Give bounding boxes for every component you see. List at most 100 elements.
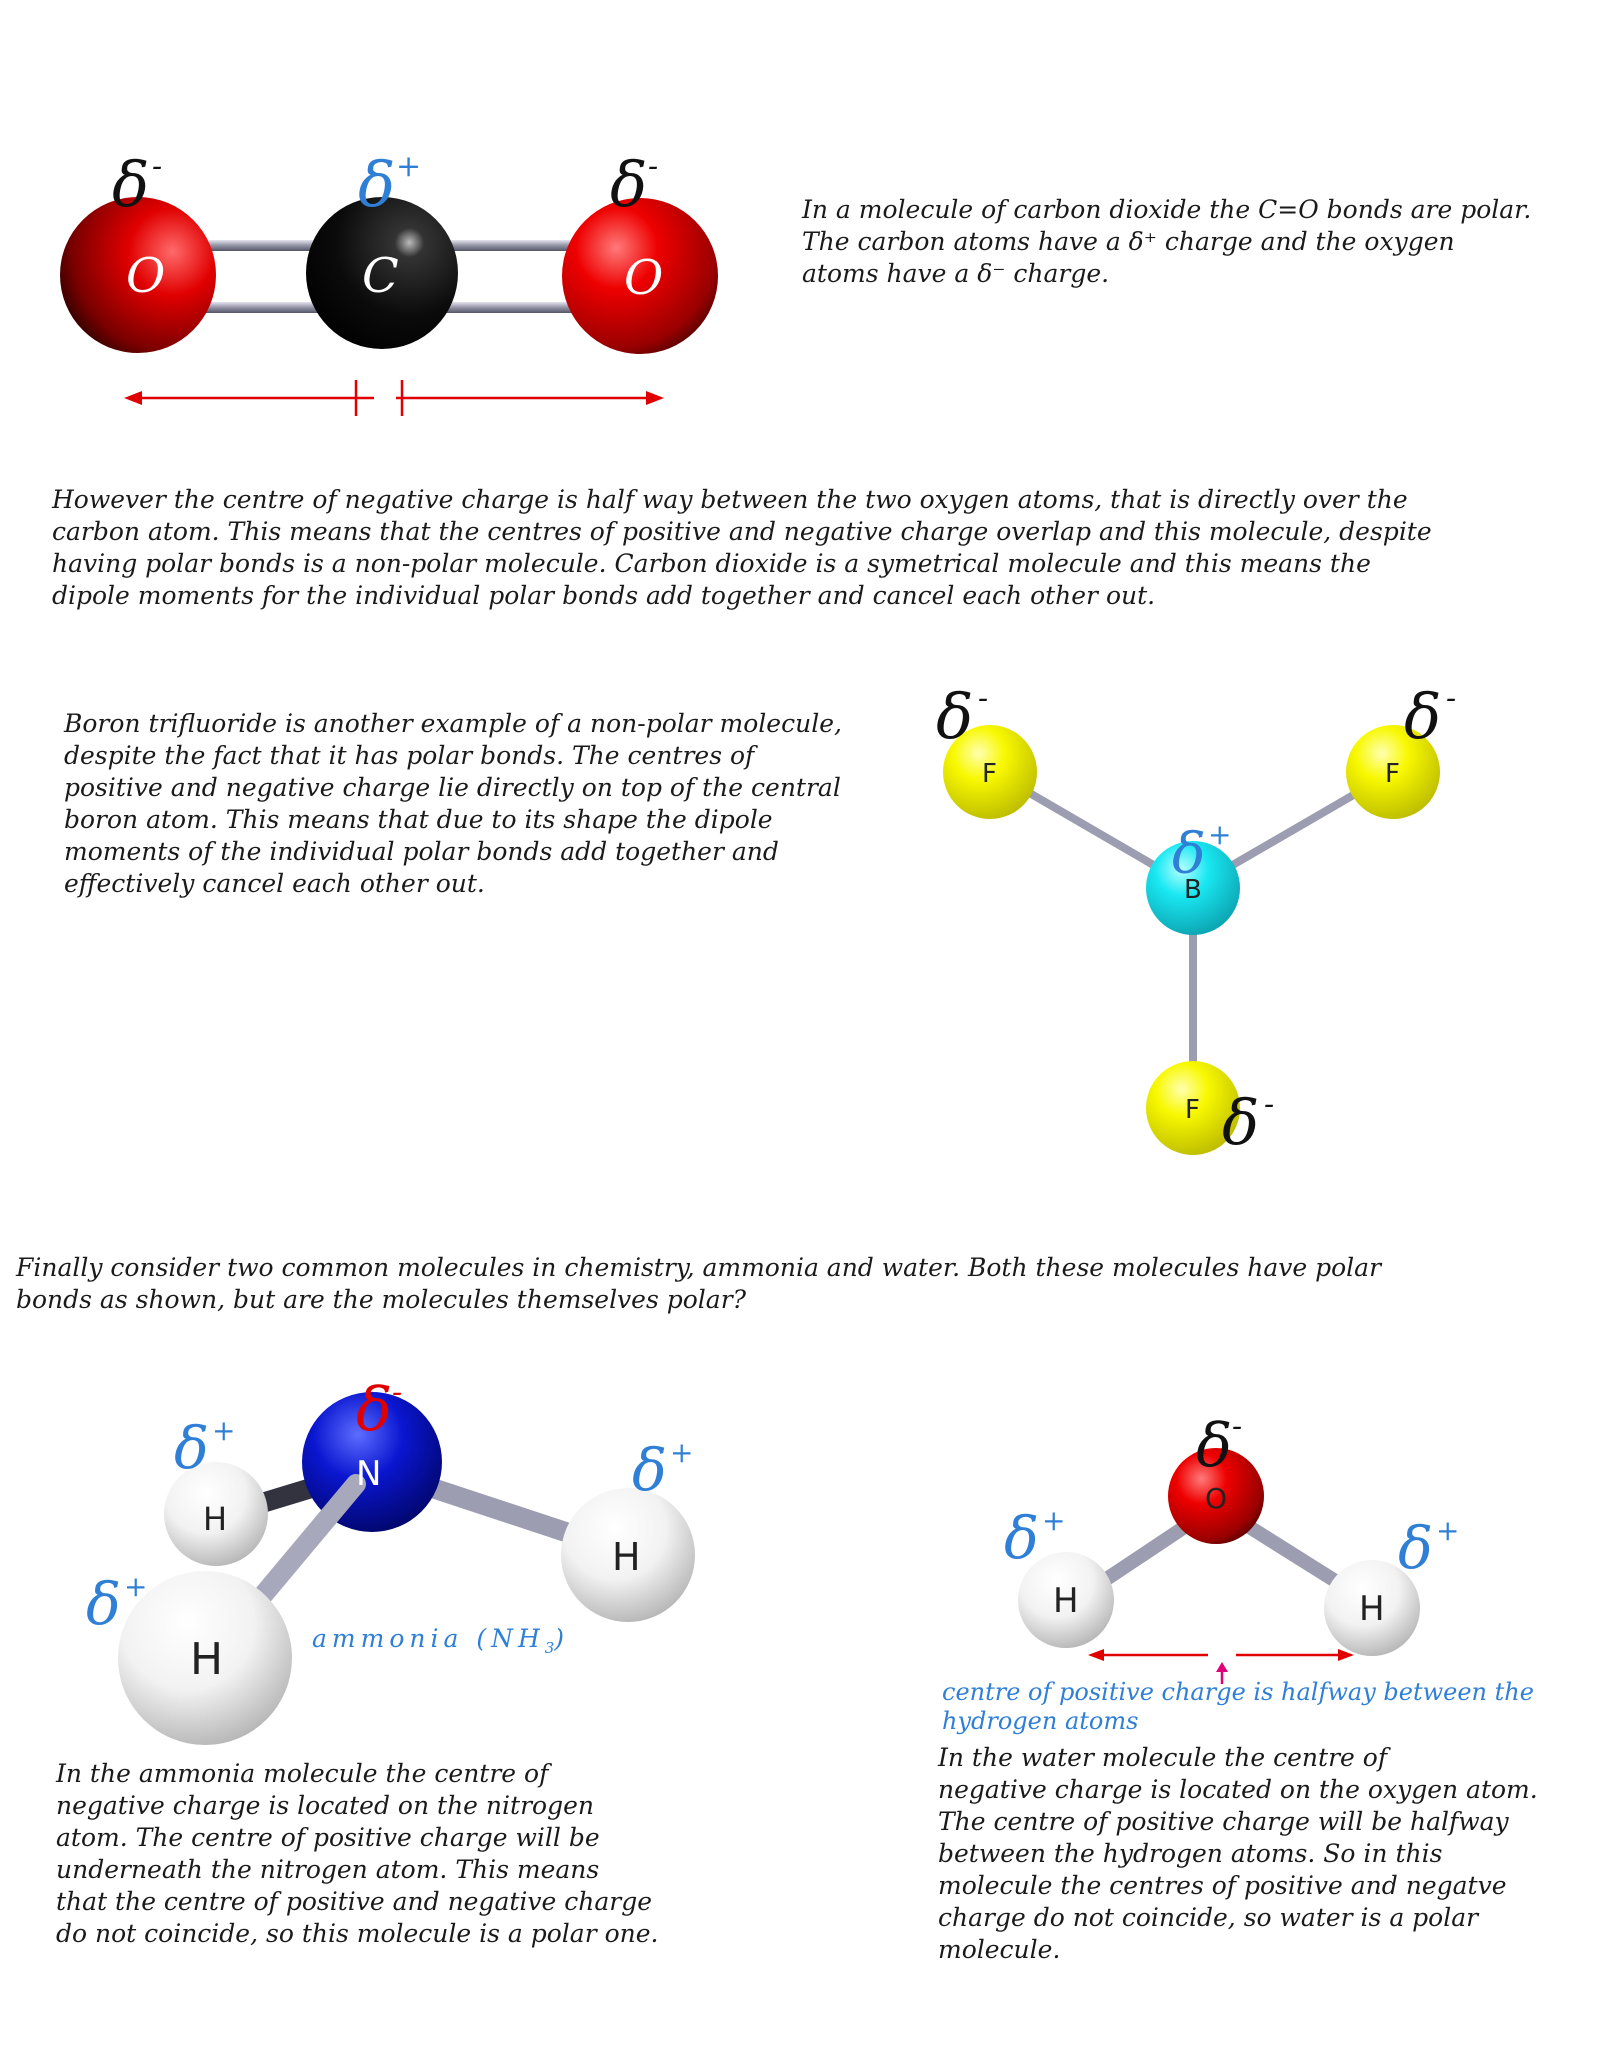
bf3-figure: F F B F δ - δ - δ + δ -: [936, 680, 1456, 1159]
ammonia-delta-front: δ: [86, 1570, 121, 1638]
water-oxygen-letter: O: [1205, 1482, 1227, 1515]
co2-delta-right: δ: [610, 148, 647, 221]
water-centre-caption-line: centre of positive charge is halfway bet…: [942, 1678, 1534, 1706]
co2-description: In a molecule of carbon dioxide the C=O …: [802, 194, 1531, 290]
water-hydrogen-left-letter: H: [1053, 1581, 1079, 1621]
ammonia-delta-back-sign: +: [212, 1414, 235, 1447]
bf3-description-line: moments of the individual polar bonds ad…: [64, 837, 779, 866]
water-delta-oxygen: δ: [1196, 1411, 1232, 1481]
ammonia-bond-front: [244, 1474, 366, 1616]
water-delta-left: δ: [1004, 1504, 1039, 1572]
however-paragraph: However the centre of negative charge is…: [52, 484, 1432, 612]
finally-paragraph-line: bonds as shown, but are the molecules th…: [16, 1285, 747, 1314]
bf3-fluorine-right-letter: F: [1385, 759, 1400, 789]
bf3-delta-left-sign: -: [978, 681, 988, 716]
co2-description-line: atoms have a δ⁻ charge.: [802, 259, 1110, 288]
ammonia-delta-front-sign: +: [124, 1570, 147, 1603]
however-paragraph-line: However the centre of negative charge is…: [52, 485, 1408, 514]
bf3-boron-atom: [1146, 841, 1240, 935]
co2-oxygen-left-atom: [60, 197, 216, 353]
co2-carbon-atom: [306, 197, 458, 349]
ammonia-description-line: that the centre of positive and negative…: [56, 1887, 653, 1916]
ammonia-hydrogen-back-atom: [164, 1462, 268, 1566]
bf3-fluorine-left-atom: [943, 725, 1037, 819]
bf3-description-line: boron atom. This means that due to its s…: [64, 805, 773, 834]
bf3-delta-bottom-sign: -: [1264, 1087, 1274, 1122]
water-figure: O H H δ - δ + δ +: [1004, 1409, 1459, 1684]
water-centre-marker: [1216, 1662, 1228, 1684]
ammonia-description-line: underneath the nitrogen atom. This means: [56, 1855, 600, 1884]
water-delta-oxygen-sign: -: [1232, 1409, 1242, 1444]
ammonia-hydrogen-right-letter: H: [612, 1535, 641, 1579]
ammonia-label-subscript: 3: [544, 1639, 555, 1657]
water-description-line: negative charge is located on the oxygen…: [938, 1775, 1538, 1804]
ammonia-delta-nitrogen: δ: [356, 1375, 392, 1445]
water-charge-arrows: [1088, 1649, 1354, 1661]
ammonia-label-text: ammonia (NH: [312, 1624, 545, 1653]
ammonia-delta-right-sign: +: [670, 1436, 693, 1469]
bf3-fluorine-right-atom: [1346, 725, 1440, 819]
ammonia-label-close: ): [554, 1624, 570, 1653]
ammonia-delta-back: δ: [174, 1414, 209, 1482]
bf3-delta-center-sign: +: [1208, 818, 1231, 851]
finally-paragraph: Finally consider two common molecules in…: [16, 1252, 1381, 1316]
ammonia-delta-right: δ: [632, 1436, 667, 1504]
water-description-line: In the water molecule the centre of: [938, 1743, 1388, 1772]
co2-dipole-arrow-right-head: [646, 391, 664, 405]
bf3-description: Boron trifluoride is another example of …: [64, 708, 842, 900]
water-delta-right: δ: [1398, 1514, 1433, 1582]
bf3-delta-center: δ: [1172, 822, 1206, 887]
water-arrow-right-head: [1338, 1649, 1354, 1661]
water-description-line: charge do not coincide, so water is a po…: [938, 1903, 1479, 1932]
bf3-description-line: Boron trifluoride is another example of …: [64, 709, 842, 738]
ammonia-hydrogen-front-atom: [118, 1571, 292, 1745]
co2-description-line: In a molecule of carbon dioxide the C=O …: [802, 195, 1532, 224]
ammonia-delta-nitrogen-sign: -: [392, 1375, 402, 1410]
water-description-line: molecule the centres of positive and neg…: [938, 1871, 1507, 1900]
water-centre-caption: centre of positive charge is halfway bet…: [942, 1678, 1534, 1736]
water-hydrogen-right-letter: H: [1359, 1589, 1385, 1629]
bf3-description-line: positive and negative charge lie directl…: [64, 773, 841, 802]
bf3-delta-left: δ: [936, 680, 973, 753]
co2-figure: O C O δ - δ + δ -: [60, 148, 718, 416]
co2-delta-center: δ: [358, 148, 395, 221]
water-delta-left-sign: +: [1042, 1504, 1065, 1537]
water-delta-right-sign: +: [1436, 1514, 1459, 1547]
ammonia-nitrogen-letter: N: [356, 1454, 381, 1494]
water-description-line: The centre of positive charge will be ha…: [938, 1807, 1509, 1836]
ammonia-hydrogen-back-letter: H: [203, 1500, 227, 1538]
bf3-boron-letter: B: [1184, 875, 1202, 905]
co2-dipole-arrow-left-head: [124, 391, 142, 405]
water-arrow-left-head: [1088, 1649, 1104, 1661]
co2-oxygen-right-atom: [562, 198, 718, 354]
however-paragraph-line: carbon atom. This means that the centres…: [52, 517, 1432, 546]
ammonia-description-line: atom. The centre of positive charge will…: [56, 1823, 600, 1852]
bf3-fluorine-bottom-atom: [1146, 1061, 1240, 1155]
ammonia-figure: N H H H δ - δ + δ + δ +: [86, 1375, 695, 1745]
however-paragraph-line: dipole moments for the individual polar …: [52, 581, 1156, 610]
ammonia-description-line: do not coincide, so this molecule is a p…: [56, 1919, 659, 1948]
co2-delta-right-sign: -: [648, 149, 658, 184]
ammonia-description-line: In the ammonia molecule the centre of: [56, 1759, 549, 1788]
co2-carbon-letter: C: [362, 248, 399, 304]
bf3-description-line: effectively cancel each other out.: [64, 869, 485, 898]
co2-dipole-arrows: [124, 380, 664, 416]
ammonia-description: In the ammonia molecule the centre of ne…: [56, 1758, 659, 1950]
ammonia-hydrogen-right-atom: [561, 1488, 695, 1622]
co2-delta-left-sign: -: [152, 149, 162, 184]
co2-oxygen-left-letter: O: [126, 248, 165, 304]
bf3-description-line: despite the fact that it has polar bonds…: [64, 741, 755, 770]
water-description-line: molecule.: [938, 1935, 1061, 1964]
water-hydrogen-right-atom: [1324, 1560, 1420, 1656]
co2-description-line: The carbon atoms have a δ⁺ charge and th…: [802, 227, 1455, 256]
however-paragraph-line: having polar bonds is a non-polar molecu…: [52, 549, 1371, 578]
water-oxygen-atom: [1168, 1448, 1264, 1544]
bf3-delta-right-sign: -: [1446, 681, 1456, 716]
water-description: In the water molecule the centre of nega…: [938, 1742, 1538, 1966]
co2-delta-center-sign: +: [396, 149, 421, 184]
ammonia-label: ammonia (NH3): [312, 1624, 569, 1657]
water-centre-marker-head: [1216, 1662, 1228, 1672]
bf3-fluorine-bottom-letter: F: [1185, 1095, 1200, 1125]
water-centre-caption-line: hydrogen atoms: [942, 1707, 1139, 1735]
